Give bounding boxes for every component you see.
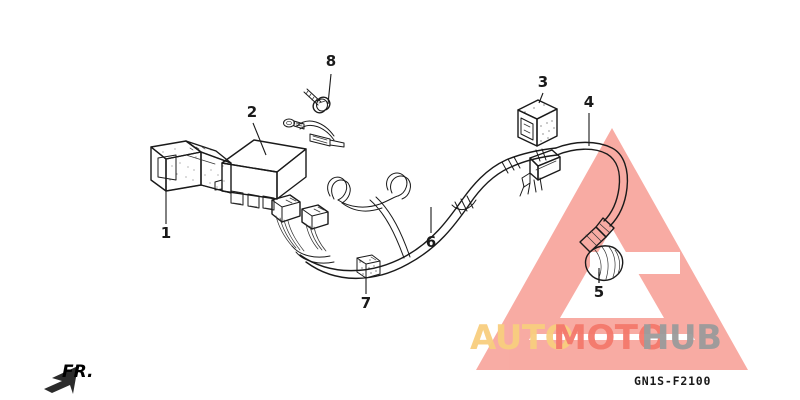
harness-connector-right [301,204,329,252]
watermark-word-hub: HUB [641,318,721,358]
watermark-word-moto: MOTO [553,318,666,358]
part-3-leader-line [538,92,544,104]
callout-label-1: 1 [161,224,171,242]
callout-label-4: 4 [584,93,594,111]
watermark-wordmark: AUTO MOTO HUB [470,318,722,358]
fr-arrow-icon [44,366,78,394]
part-2-leader-line [252,122,267,156]
part-number-label: GN1S-F2100 [634,374,711,388]
watermark-logo-triangle-a-monogram [476,128,748,370]
watermark-word-auto: AUTO [470,318,573,358]
callout-label-6: 6 [426,233,436,251]
callout-label-8: 8 [326,52,336,70]
part-4-high-tension-ignition-cable: 4 [555,93,629,227]
part-8-leader-line [327,73,332,105]
callout-label-7: 7 [361,294,371,312]
part-1-regulator-rectifier-bracket: 1 [150,140,232,242]
fr-label: FR. [62,362,93,382]
part-8-mounting-bolt: 8 [303,52,336,114]
part-3-relay-block-connector: 3 [517,73,558,147]
part-7-harness-clip: 7 [356,254,381,312]
part-1-stipple [162,148,225,188]
part-2-cdi-ignition-control-unit: 2 [214,103,307,211]
callout-label-2: 2 [247,103,257,121]
part-7-stipple [359,259,377,275]
part-6-main-wire-harness: 6 [271,147,558,279]
harness-ring-terminals [283,118,345,148]
part-3-stipple [524,104,555,142]
harness-tape-wraps [451,148,547,215]
callout-label-5: 5 [594,283,604,301]
part-5-spark-plug-cap: 5 [579,217,624,301]
callout-label-3: 3 [538,73,548,91]
harness-connector-left [271,194,305,252]
ignition-coil-connector [519,149,561,197]
front-direction-indicator: FR. [44,362,93,394]
